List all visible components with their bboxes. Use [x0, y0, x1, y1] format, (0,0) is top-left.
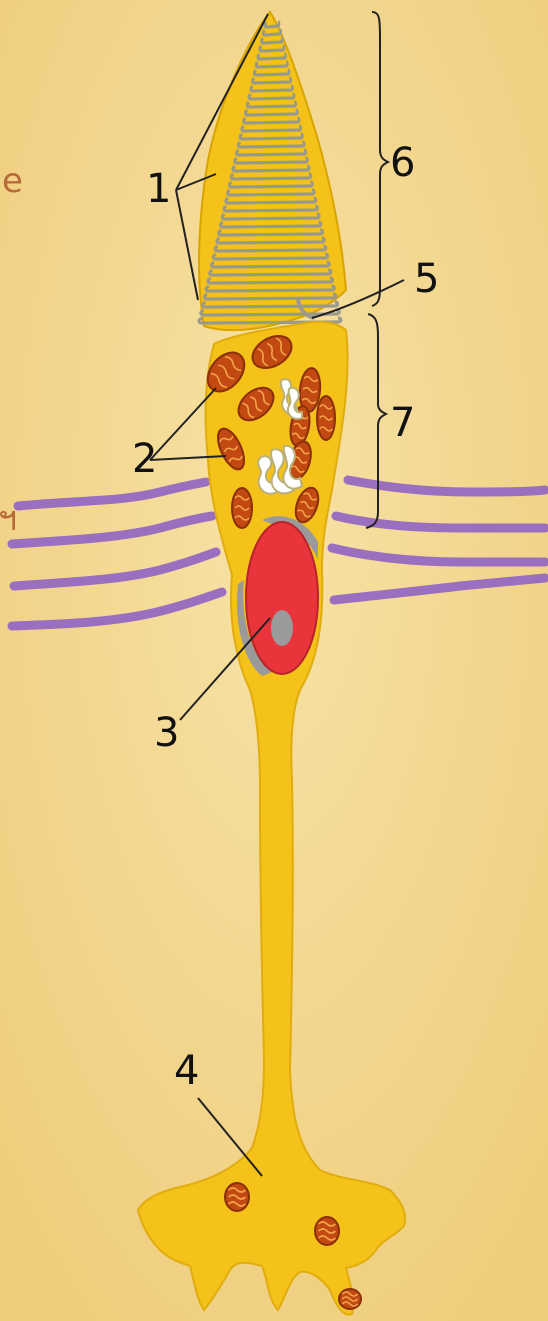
label-4-synaptic-terminal: 4 — [174, 1048, 199, 1094]
label-1-membrane-discs: 1 — [146, 166, 171, 212]
label-3-nucleus: 3 — [154, 710, 179, 756]
label-2-mitochondria: 2 — [132, 436, 157, 482]
nucleolus — [271, 610, 293, 646]
label-6-outer-segment: 6 — [390, 140, 415, 186]
mitochondrion — [315, 1217, 339, 1245]
edge-text-top: e — [2, 161, 23, 201]
mitochondrion — [339, 1289, 361, 1309]
mitochondrion — [317, 396, 335, 440]
mitochondrion — [225, 1183, 249, 1211]
label-7-inner-segment: 7 — [390, 400, 415, 446]
label-5-connecting-cilium: 5 — [414, 256, 439, 302]
mitochondrion — [232, 488, 252, 528]
